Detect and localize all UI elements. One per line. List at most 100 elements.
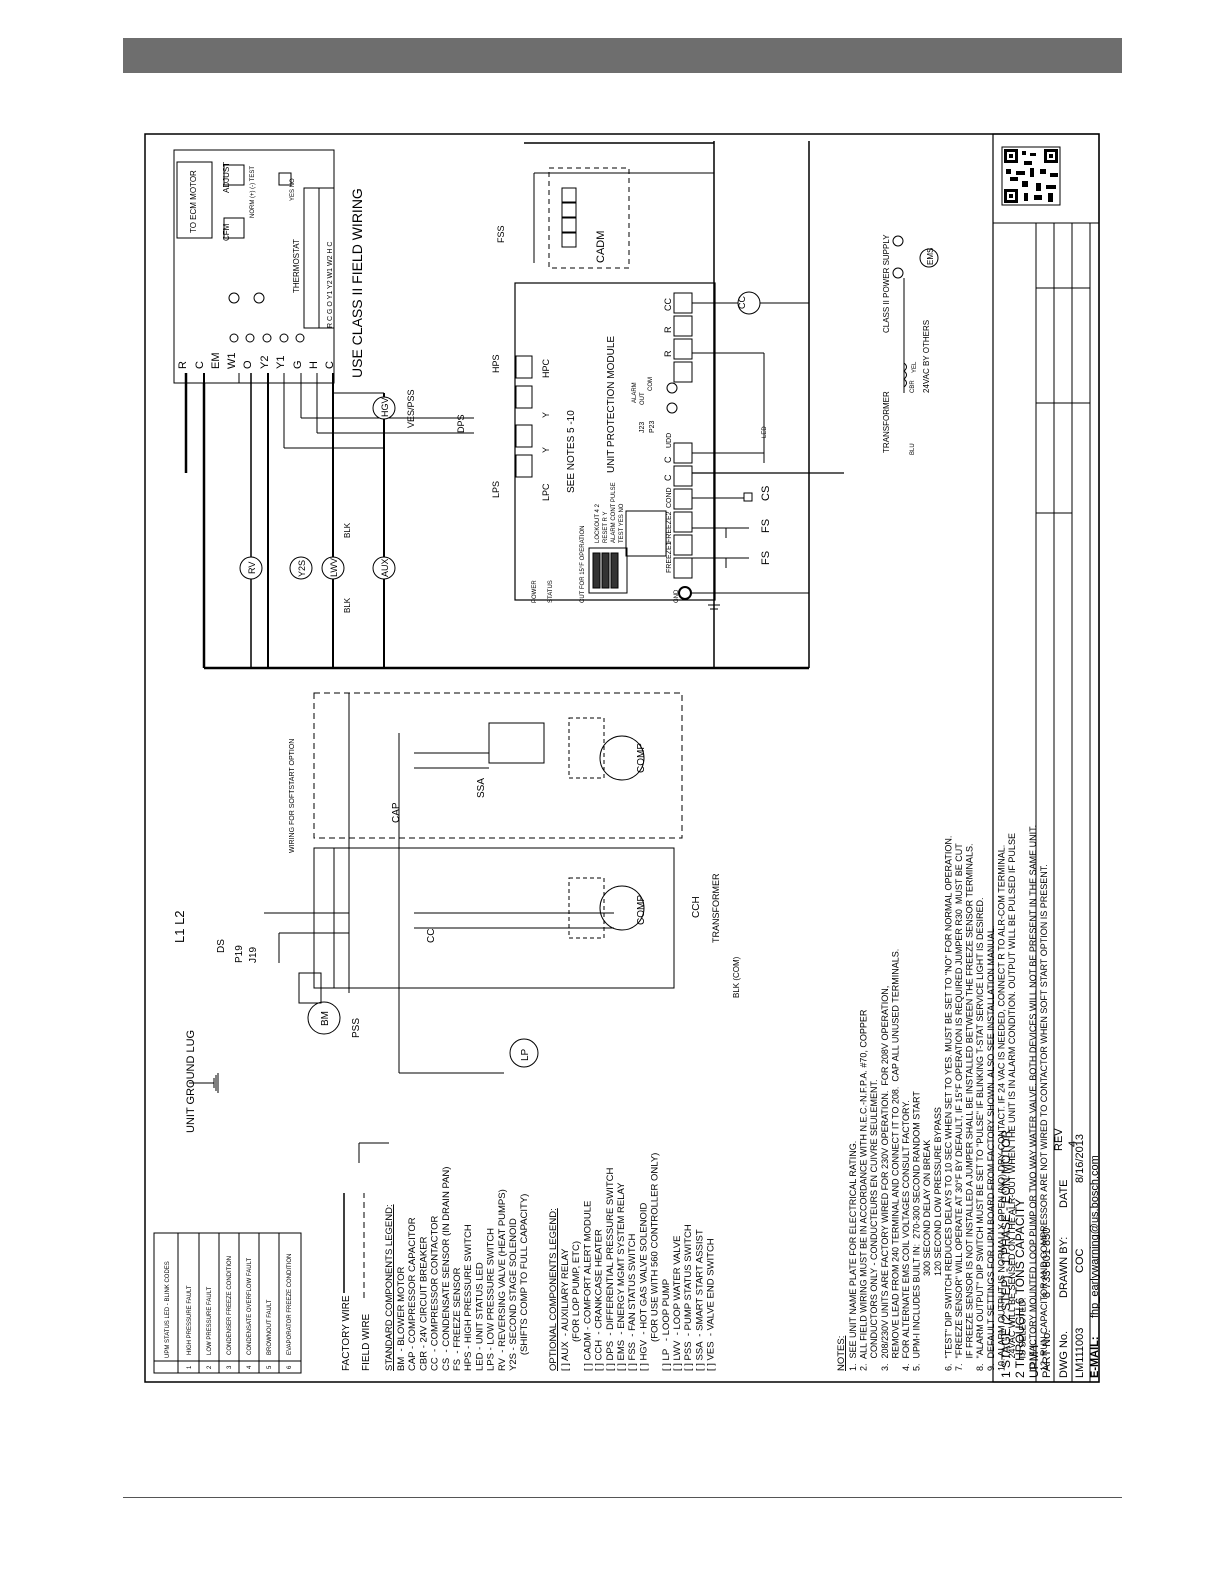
- field-wire-label: FIELD WIRE: [361, 1313, 372, 1371]
- header-bar: [123, 38, 1122, 73]
- class2-supply: [892, 235, 939, 393]
- lps-label: LPS: [491, 481, 501, 498]
- drawn-by-label: DRAWN BY:: [1058, 1237, 1070, 1298]
- blu-label: BLU: [910, 443, 916, 455]
- legend-item: [ ] VES - VALVE END SWITCH: [706, 1238, 717, 1371]
- upm-wiring: [524, 141, 844, 668]
- term-c: C: [194, 361, 206, 369]
- upm-y1: Y: [541, 412, 551, 418]
- legend-item: [ ] LWV - LOOP WATER VALVE: [672, 1236, 683, 1372]
- thermostat-box: [173, 149, 335, 384]
- term-g: G: [292, 360, 304, 369]
- optional-legend-items: [ ] AUX - AUXILIARY RELAY (FOR LOP PUMP,…: [560, 1153, 717, 1371]
- email: fhp_earlywarning@us.bosch.com: [1089, 1155, 1100, 1318]
- note-line: CONDUCTORS ONLY - CONDUCTEURS EN CUIVRE …: [869, 1079, 879, 1371]
- dip-switch: [588, 547, 628, 594]
- legend-item: Y2S - SECOND STAGE SOLENOID: [508, 1218, 519, 1371]
- blk-label-2: BLK: [343, 597, 352, 613]
- term-r: R: [177, 361, 189, 369]
- pss-label: PSS: [351, 1018, 362, 1038]
- fault-code-4: 4: [247, 1365, 253, 1369]
- aux-coil: [372, 556, 396, 580]
- legend-item: [ ] LP - LOOP PUMP: [661, 1279, 672, 1371]
- thermostat-label: THERMOSTAT: [292, 239, 301, 293]
- notes-lines: 1. SEE UNIT NAME PLATE FOR ELECTRICAL RA…: [848, 825, 1049, 1371]
- note-line: 4. FOR ALTERNATE EMS COIL VOLTAGES CONSU…: [901, 1100, 911, 1371]
- legend-item: [ ] SSA - SMART START ASSIST: [694, 1229, 705, 1371]
- note-line: 7. "FREEZE SENSOR" WILL OPERATE AT 30°F …: [954, 843, 964, 1371]
- optional-legend: OPTIONAL COMPONENTS LEGEND:: [548, 1208, 559, 1371]
- fault-text-2: LOW PRESSURE FAULT: [207, 1286, 213, 1355]
- legend-item: [ ] FSS - FAN STATUS SWITCH: [627, 1233, 638, 1371]
- note-line: IF FREEZE SENSOR IS NOT INSTALLED A JUMP…: [965, 844, 975, 1371]
- note-line: REMOVE LEAD FROM 240 TERMINAL AND CONNEC…: [890, 949, 900, 1371]
- cs-label: CS: [760, 486, 772, 501]
- legend-item: [ ] CCH - CRANKCASE HEATER: [594, 1229, 605, 1371]
- hps-label: HPS: [491, 354, 501, 373]
- part-no: 8 733 801 850: [1041, 1228, 1053, 1298]
- cap-label: CAP: [391, 802, 402, 823]
- dip-row-1: LOCKOUT 4 2: [595, 503, 601, 543]
- hgv-coil: [372, 396, 396, 420]
- dip-row-4: TEST YES NO: [619, 503, 625, 543]
- ems-label: EMS: [926, 248, 935, 265]
- note-line: 1. SEE UNIT NAME PLATE FOR ELECTRICAL RA…: [848, 1141, 858, 1371]
- transformer-label: TRANSFORMER: [882, 391, 891, 453]
- gnd-label: GND: [674, 589, 680, 603]
- legend-item: CC - COMPRESSOR CONTACTOR: [430, 1216, 441, 1371]
- fault-code-1: 1: [187, 1365, 193, 1369]
- note-line: 9. DEFAULT SETTINGS FOR UPM BOARD FROM F…: [986, 926, 996, 1371]
- class2-label: CLASS II POWER SUPPLY: [882, 234, 891, 333]
- rv-label: RV: [247, 562, 257, 574]
- wiring-diagram: 1 STAGE (2 STEP) - 1 PHASE - EON MOTOR 2…: [144, 133, 1101, 1383]
- fault-text-6: EVAPORATOR FREEZE CONDITION: [287, 1254, 293, 1355]
- term-o: O: [242, 360, 254, 369]
- legend-item: [ ] PSS - PUMP STATUS SWITCH: [683, 1224, 694, 1371]
- control-wires: [184, 373, 809, 670]
- drawn-by: COC: [1074, 1249, 1086, 1274]
- upm-c1: C: [663, 456, 673, 463]
- to-ecm-motor: TO ECM MOTOR: [189, 170, 198, 233]
- field-wiring-title: USE CLASS II FIELD WIRING: [349, 188, 365, 378]
- upm-r1: R: [663, 326, 673, 333]
- legend-item: [ ] HGV - HOT GAS VALVE SOLENOID: [638, 1202, 649, 1371]
- ssa-label: SSA: [476, 778, 487, 798]
- p23-label: P23: [649, 420, 656, 433]
- power-section: [189, 692, 683, 1163]
- fs-label-1: FS: [760, 519, 772, 533]
- softstart-label: WIRING FOR SOFTSTART OPTION: [289, 739, 296, 853]
- upm-module: [514, 282, 716, 601]
- legend-item: LED - UNIT STATUS LED: [474, 1262, 485, 1371]
- standard-legend: STANDARD COMPONENTS LEGEND:: [384, 1204, 395, 1371]
- standard-legend-title: STANDARD COMPONENTS LEGEND:: [384, 1204, 395, 1371]
- adjust-label: ADJUST: [222, 162, 231, 193]
- freeze-note: CUT FOR 15°F OPERATION: [580, 525, 586, 603]
- blk-label: BLK: [343, 522, 352, 538]
- fault-table-header: UPM STATUS LED - BLINK CODES: [165, 1261, 171, 1358]
- term-em: EM: [210, 353, 222, 370]
- title-line-2: 2 THROUGH 6 TONS CAPACITY: [1013, 1199, 1027, 1378]
- legend-item: (FOR LOP PUMP, ETC): [571, 1241, 582, 1371]
- legend-item: RV - REVERSING VALVE (HEAT PUMPS): [497, 1189, 508, 1371]
- dps-label: DPS: [456, 414, 466, 433]
- note-line: 120 SECOND LOW PRESSURE BYPASS: [933, 1107, 943, 1371]
- j23-label: J23: [639, 422, 646, 433]
- fault-table: [153, 1232, 302, 1374]
- j19-label: J19: [248, 946, 259, 963]
- fault-code-3: 3: [227, 1365, 233, 1369]
- y2s-coil: [289, 556, 313, 580]
- hgv-label: HGV: [380, 397, 390, 417]
- title-block: [992, 133, 1100, 1383]
- fault-text-3: CONDENSER FREEZE CONDITION: [227, 1256, 233, 1355]
- alarm-out-label: OUT: [640, 392, 646, 405]
- lwv-label: LWV: [329, 558, 339, 577]
- dwg-no: LM111003: [1074, 1328, 1086, 1378]
- cc-coil-label: CC: [737, 296, 747, 309]
- upm-r2: R: [663, 350, 673, 357]
- alarm-com-label: COM: [648, 377, 654, 391]
- blk-com-label: BLK (COM): [732, 956, 741, 998]
- fs-label-2: FS: [760, 551, 772, 565]
- upm-cc: CC: [663, 298, 673, 311]
- rev-label: REV: [1053, 1128, 1065, 1151]
- aux-label: AUX: [380, 558, 390, 577]
